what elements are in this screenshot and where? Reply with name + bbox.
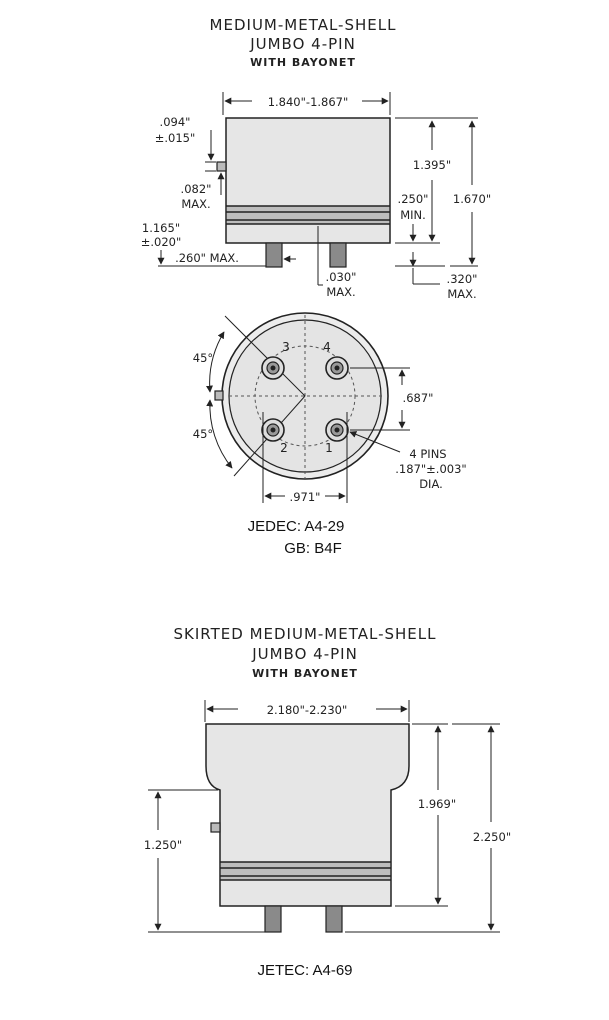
dim-1165: 1.165" xyxy=(142,221,180,235)
dim-260-max: .260" MAX. xyxy=(175,251,239,265)
dim-030: .030" xyxy=(326,270,357,284)
pin-label-4: 4 xyxy=(323,340,331,354)
dim-971: .971" xyxy=(290,490,321,504)
dim-094: .094" xyxy=(160,115,191,129)
dim-width-1: 1.840"-1.867" xyxy=(268,95,349,109)
pin-4 xyxy=(325,356,349,380)
caption-gb-b4f: GB: B4F xyxy=(284,540,342,557)
dim-020: ±.020" xyxy=(141,235,182,249)
pin-3 xyxy=(261,356,285,380)
dim-1250: 1.250" xyxy=(144,838,182,852)
pin-label-3: 3 xyxy=(282,340,290,354)
dim-082-max: MAX. xyxy=(181,197,210,211)
side-view-1: 1.840"-1.867" .094" ±.015" .082" MAX. 1.… xyxy=(141,92,491,301)
dim-1395: 1.395" xyxy=(413,158,451,172)
dim-320-max: MAX. xyxy=(447,287,476,301)
dim-082: .082" xyxy=(181,182,212,196)
pins-note-diameter: .187"±.003" xyxy=(395,462,466,476)
section1-title-line2: JUMBO 4-PIN xyxy=(249,35,356,53)
dim-1670: 1.670" xyxy=(453,192,491,206)
section2-title-line2: JUMBO 4-PIN xyxy=(251,645,358,663)
section2-title-line3: WITH BAYONET xyxy=(252,667,358,680)
dim-320: .320" xyxy=(447,272,478,286)
dim-687: .687" xyxy=(403,391,434,405)
caption-jedec-a4-29: JEDEC: A4-29 xyxy=(248,518,345,535)
section1-title-line3: WITH BAYONET xyxy=(250,56,356,69)
bottom-view: 45° 45° 3 4 2 1 .687 xyxy=(193,312,467,504)
pin-label-1: 1 xyxy=(325,441,333,455)
dim-1969: 1.969" xyxy=(418,797,456,811)
section2-title-line1: SKIRTED MEDIUM-METAL-SHELL xyxy=(174,625,437,643)
side-view-2: 2.180"-2.230" 1.250" 1.969" 2.250" xyxy=(144,700,511,933)
pins-note-dia: DIA. xyxy=(419,477,443,491)
angle-45-top: 45° xyxy=(193,351,213,365)
section1-title-line1: MEDIUM-METAL-SHELL xyxy=(210,16,397,34)
dim-030-max: MAX. xyxy=(326,285,355,299)
pins-note-count: 4 PINS xyxy=(409,447,446,461)
dim-015: ±.015" xyxy=(155,131,196,145)
dim-2250: 2.250" xyxy=(473,830,511,844)
pin-2 xyxy=(261,418,285,442)
pin-label-2: 2 xyxy=(280,441,288,455)
dim-250-min: MIN. xyxy=(400,208,426,222)
dim-width-2: 2.180"-2.230" xyxy=(267,703,348,717)
angle-45-bottom: 45° xyxy=(193,427,213,441)
pin-1 xyxy=(325,418,349,442)
dim-250: .250" xyxy=(398,192,429,206)
caption-jetec-a4-69: JETEC: A4-69 xyxy=(257,962,352,979)
